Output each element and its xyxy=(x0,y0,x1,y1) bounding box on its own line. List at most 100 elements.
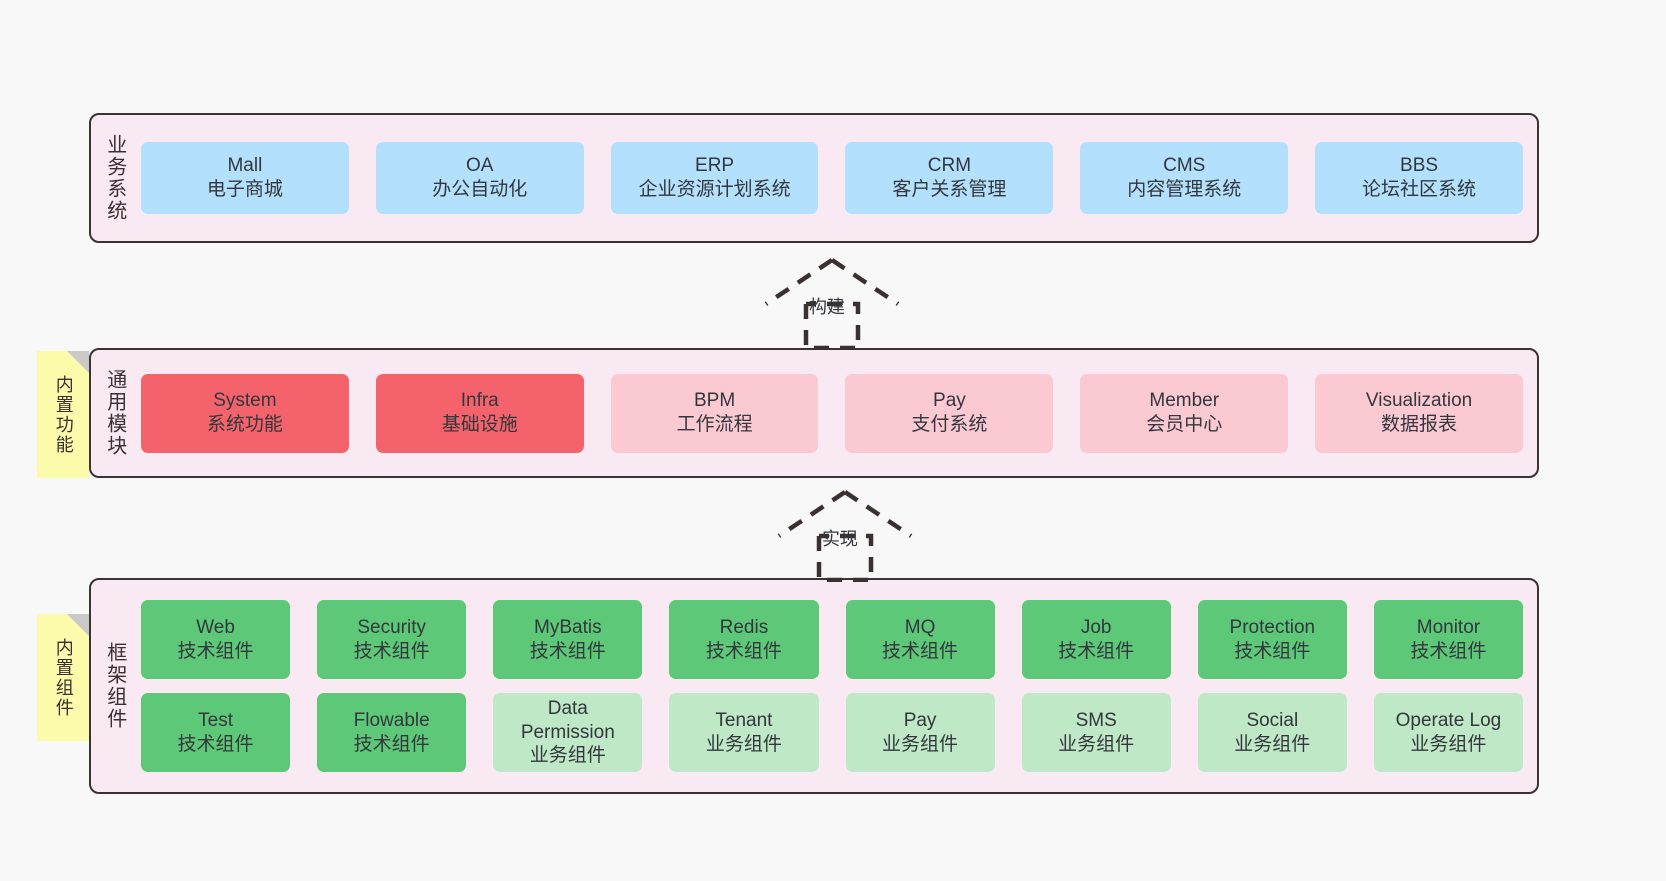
node-mybatis[interactable]: MyBatis 技术组件 xyxy=(493,600,643,679)
layer-body-common: System 系统功能 Infra 基础设施 BPM 工作流程 Pay 支付系统… xyxy=(137,350,1537,476)
node-pay-component[interactable]: Pay 业务组件 xyxy=(845,693,995,772)
node-monitor-sub: 技术组件 xyxy=(1410,640,1487,662)
node-pay-common-name: Pay xyxy=(933,390,966,412)
node-redis-name: Redis xyxy=(719,616,769,638)
node-infra-sub: 基础设施 xyxy=(441,414,518,435)
layer-body-framework: Web 技术组件 Security 技术组件 MyBatis 技术组件 Redi… xyxy=(137,580,1537,792)
node-system-sub: 系统功能 xyxy=(206,414,283,435)
node-test-sub: 技术组件 xyxy=(177,733,254,755)
node-erp-sub: 企业资源计划系统 xyxy=(638,179,791,200)
node-job[interactable]: Job 技术组件 xyxy=(1021,600,1171,679)
node-web-sub: 技术组件 xyxy=(177,640,254,662)
node-flowable-name: Flowable xyxy=(353,709,430,731)
node-data-permission-name: Data Permission xyxy=(520,698,615,743)
node-bbs-sub: 论坛社区系统 xyxy=(1362,179,1477,200)
layer-business-system: 业务系统 Mall 电子商城 OA 办公自动化 ERP 企业资源计划系统 CRM… xyxy=(89,113,1539,243)
node-erp[interactable]: ERP 企业资源计划系统 xyxy=(610,142,819,214)
node-visualization-sub: 数据报表 xyxy=(1381,414,1458,435)
node-flowable[interactable]: Flowable 技术组件 xyxy=(317,693,467,772)
common-node-row: System 系统功能 Infra 基础设施 BPM 工作流程 Pay 支付系统… xyxy=(141,373,1523,453)
layer-common-modules: 通用模块 System 系统功能 Infra 基础设施 BPM 工作流程 Pay… xyxy=(89,348,1539,478)
node-sms-name: SMS xyxy=(1075,709,1117,731)
node-security-sub: 技术组件 xyxy=(353,640,430,662)
node-monitor-name: Monitor xyxy=(1416,616,1481,638)
note-builtin-functions: 内置功能 xyxy=(37,351,89,478)
node-bbs-name: BBS xyxy=(1400,155,1439,177)
node-mq[interactable]: MQ 技术组件 xyxy=(845,600,995,679)
node-oa-sub: 办公自动化 xyxy=(432,179,528,200)
layer-body-business: Mall 电子商城 OA 办公自动化 ERP 企业资源计划系统 CRM 客户关系… xyxy=(137,115,1537,241)
node-job-sub: 技术组件 xyxy=(1058,640,1135,662)
node-monitor[interactable]: Monitor 技术组件 xyxy=(1373,600,1523,679)
arrow-implement: 实现 xyxy=(765,486,925,582)
layer-title-framework: 框架组件 xyxy=(103,642,126,730)
node-crm[interactable]: CRM 客户关系管理 xyxy=(845,142,1054,214)
node-security-name: Security xyxy=(357,616,426,638)
note-fold-corner-icon xyxy=(67,351,89,373)
node-mybatis-sub: 技术组件 xyxy=(529,640,606,662)
node-crm-name: CRM xyxy=(927,155,972,177)
node-operate-log-name: Operate Log xyxy=(1395,709,1502,731)
node-oa[interactable]: OA 办公自动化 xyxy=(375,142,584,214)
node-cms[interactable]: CMS 内容管理系统 xyxy=(1080,142,1289,214)
node-test-name: Test xyxy=(198,709,233,731)
arrow-build-label: 构建 xyxy=(809,297,845,317)
node-web[interactable]: Web 技术组件 xyxy=(141,600,291,679)
node-job-name: Job xyxy=(1080,616,1112,638)
arrow-build-icon xyxy=(764,258,900,350)
node-visualization[interactable]: Visualization 数据报表 xyxy=(1315,373,1523,453)
node-social[interactable]: Social 业务组件 xyxy=(1197,693,1347,772)
node-erp-name: ERP xyxy=(695,155,735,177)
node-tenant[interactable]: Tenant 业务组件 xyxy=(669,693,819,772)
node-mall-sub: 电子商城 xyxy=(206,179,283,200)
node-security[interactable]: Security 技术组件 xyxy=(317,600,467,679)
layer-framework-components: 框架组件 Web 技术组件 Security 技术组件 MyBatis 技术组件… xyxy=(89,578,1539,794)
node-mall-name: Mall xyxy=(227,155,263,177)
node-cms-name: CMS xyxy=(1163,155,1206,177)
node-operate-log[interactable]: Operate Log 业务组件 xyxy=(1373,693,1523,772)
node-bpm[interactable]: BPM 工作流程 xyxy=(610,373,819,453)
node-protection-sub: 技术组件 xyxy=(1234,640,1311,662)
node-bpm-name: BPM xyxy=(693,390,736,412)
layer-title-business: 业务系统 xyxy=(103,134,126,222)
node-data-permission-sub: 业务组件 xyxy=(529,745,606,767)
node-visualization-name: Visualization xyxy=(1365,390,1473,412)
node-operate-log-sub: 业务组件 xyxy=(1410,733,1487,755)
node-social-sub: 业务组件 xyxy=(1234,733,1311,755)
node-mq-name: MQ xyxy=(904,616,936,638)
node-bbs[interactable]: BBS 论坛社区系统 xyxy=(1315,142,1523,214)
node-sms[interactable]: SMS 业务组件 xyxy=(1021,693,1171,772)
node-system-name: System xyxy=(213,390,277,412)
note-builtin-components: 内置组件 xyxy=(37,614,89,741)
node-flowable-sub: 技术组件 xyxy=(353,733,430,755)
node-bpm-sub: 工作流程 xyxy=(676,414,753,435)
node-cms-sub: 内容管理系统 xyxy=(1127,179,1242,200)
node-sms-sub: 业务组件 xyxy=(1058,733,1135,755)
framework-node-row-2: Test 技术组件 Flowable 技术组件 Data Permission … xyxy=(141,693,1523,772)
node-pay-common-sub: 支付系统 xyxy=(911,414,988,435)
node-member-name: Member xyxy=(1149,390,1220,412)
node-crm-sub: 客户关系管理 xyxy=(892,179,1007,200)
arrow-build: 构建 xyxy=(752,254,912,350)
node-pay-component-name: Pay xyxy=(903,709,937,731)
node-infra-name: Infra xyxy=(460,390,499,412)
node-protection-name: Protection xyxy=(1229,616,1316,638)
node-system[interactable]: System 系统功能 xyxy=(141,373,349,453)
node-pay-common[interactable]: Pay 支付系统 xyxy=(845,373,1054,453)
node-member[interactable]: Member 会员中心 xyxy=(1080,373,1289,453)
node-member-sub: 会员中心 xyxy=(1146,414,1223,435)
node-oa-name: OA xyxy=(466,155,494,177)
arrow-implement-label: 实现 xyxy=(822,529,858,549)
node-redis[interactable]: Redis 技术组件 xyxy=(669,600,819,679)
note-builtin-functions-label: 内置功能 xyxy=(53,374,74,455)
node-test[interactable]: Test 技术组件 xyxy=(141,693,291,772)
arrow-implement-icon xyxy=(777,490,913,582)
node-protection[interactable]: Protection 技术组件 xyxy=(1197,600,1347,679)
node-social-name: Social xyxy=(1246,709,1299,731)
layer-title-common: 通用模块 xyxy=(103,369,126,457)
node-data-permission[interactable]: Data Permission 业务组件 xyxy=(493,693,643,772)
node-mall[interactable]: Mall 电子商城 xyxy=(141,142,349,214)
business-node-row: Mall 电子商城 OA 办公自动化 ERP 企业资源计划系统 CRM 客户关系… xyxy=(141,142,1523,214)
node-infra[interactable]: Infra 基础设施 xyxy=(375,373,584,453)
node-mq-sub: 技术组件 xyxy=(882,640,959,662)
